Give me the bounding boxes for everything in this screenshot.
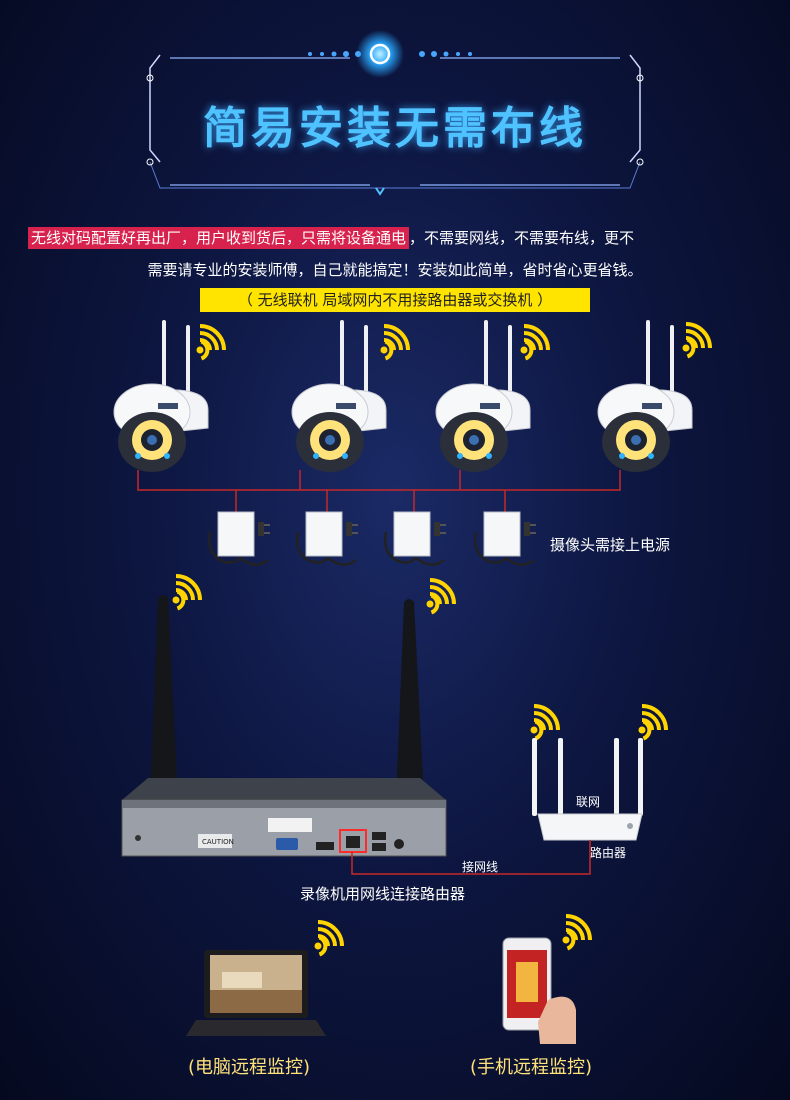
power-adapter-3-icon xyxy=(383,510,448,566)
camera-4-wifi-icon xyxy=(676,322,712,360)
cable-label: 接网线 xyxy=(462,860,499,874)
pc-remote-label: (电脑远程监控) xyxy=(188,1057,311,1078)
nvr-caption: 录像机用网线连接路由器 xyxy=(300,885,466,903)
laptop-icon xyxy=(186,920,344,1036)
camera-4-icon xyxy=(597,319,693,473)
camera-3-icon xyxy=(435,319,531,473)
header-frame xyxy=(146,30,644,196)
intro-line1-rest: ，不需要网线，不需要布线，更不 xyxy=(409,229,635,247)
wireless-note: （ 无线联机 局域网内不用接路由器或交换机 ） xyxy=(200,288,590,312)
ethernet-cable xyxy=(351,840,591,875)
camera-1-wifi-icon xyxy=(190,324,226,362)
nvr-icon: CAUTION xyxy=(121,574,456,857)
camera-power-label: 摄像头需接上电源 xyxy=(550,536,671,554)
power-wiring xyxy=(137,470,621,512)
camera-3-wifi-icon xyxy=(514,324,550,362)
camera-2-icon xyxy=(291,319,387,473)
router-top-label: 联网 xyxy=(576,795,601,809)
router-side-label: 路由器 xyxy=(590,846,627,860)
phone-remote-label: (手机远程监控) xyxy=(470,1057,593,1078)
nvr-caution-label: CAUTION xyxy=(202,838,234,846)
camera-1-icon xyxy=(113,319,209,473)
power-adapter-1-icon xyxy=(207,510,272,566)
router-icon xyxy=(524,704,668,841)
intro-highlight: 无线对码配置好再出厂，用户收到货后，只需将设备通电 xyxy=(28,227,410,249)
camera-2-wifi-icon xyxy=(374,324,410,362)
page-title: 简易安装无需布线 xyxy=(203,103,587,154)
power-adapter-2-icon xyxy=(295,510,360,566)
intro-line2: 需要请专业的安装师傅，自己就能搞定！安装如此简单，省时省心更省钱。 xyxy=(147,261,643,279)
phone-icon xyxy=(502,914,592,1044)
power-adapter-4-icon xyxy=(473,510,538,566)
